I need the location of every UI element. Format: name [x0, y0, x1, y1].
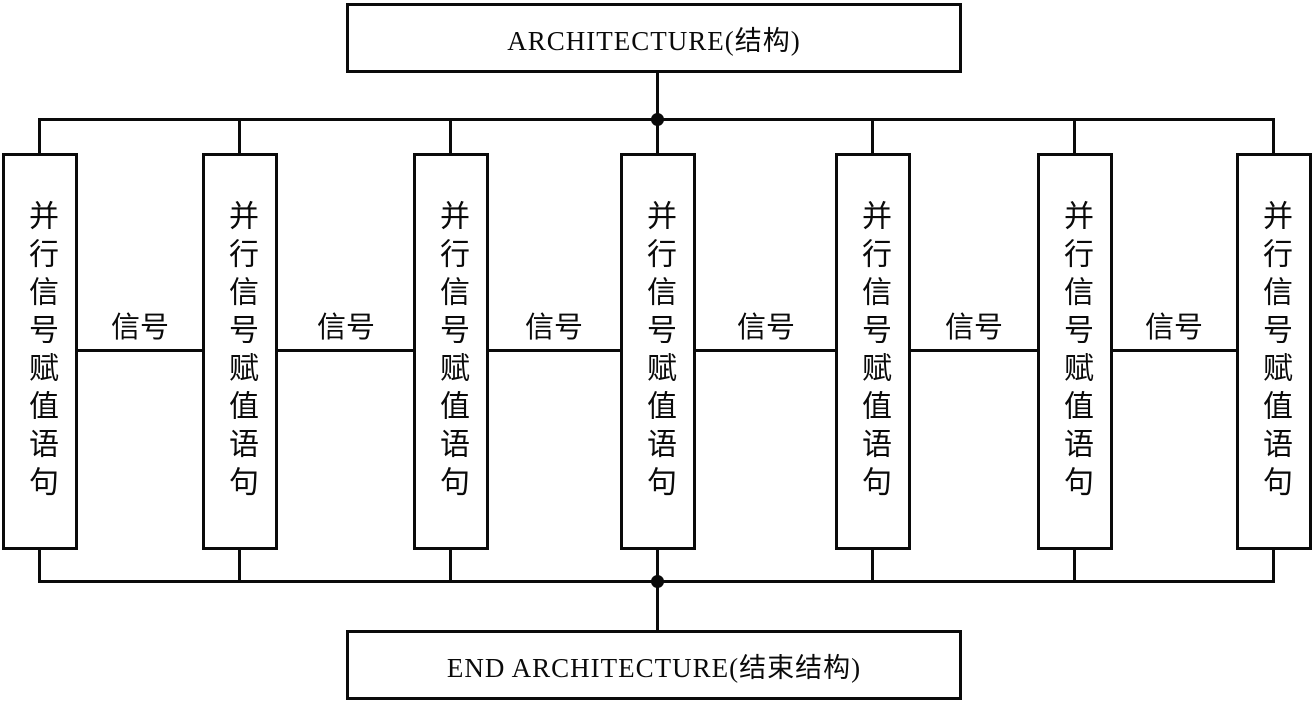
bottom-stub-line: [656, 550, 659, 583]
signal-link-line-6: [1112, 349, 1236, 352]
top-stub-line: [238, 118, 241, 153]
parallel-statement-box-label: 并行信号赋值语句: [642, 199, 675, 504]
signal-label-5: 信号: [944, 312, 1003, 344]
bottom-stub-line: [38, 550, 41, 583]
parallel-statement-box-6: 并行信号赋值语句: [1037, 153, 1113, 550]
bottom-stub-line: [238, 550, 241, 583]
bottom-box-connector-line: [656, 581, 659, 630]
parallel-statement-box-label: 并行信号赋值语句: [435, 199, 468, 504]
parallel-statement-box-2: 并行信号赋值语句: [202, 153, 278, 550]
top-stub-line: [871, 118, 874, 153]
parallel-statement-box-4: 并行信号赋值语句: [620, 153, 696, 550]
signal-label-6: 信号: [1144, 312, 1203, 344]
parallel-statement-box-label: 并行信号赋值语句: [1059, 199, 1092, 504]
parallel-statement-box-5: 并行信号赋值语句: [835, 153, 911, 550]
parallel-statement-box-label: 并行信号赋值语句: [24, 199, 57, 504]
signal-label-4: 信号: [736, 312, 795, 344]
signal-label-3: 信号: [524, 312, 583, 344]
parallel-statement-box-label: 并行信号赋值语句: [1258, 199, 1291, 504]
top-stub-line: [38, 118, 41, 153]
signal-label-1: 信号: [110, 312, 169, 344]
bottom-stub-line: [1073, 550, 1076, 583]
bottom-stub-line: [1272, 550, 1275, 583]
architecture-box: ARCHITECTURE(结构): [346, 3, 962, 73]
signal-label-2: 信号: [316, 312, 375, 344]
parallel-statement-box-label: 并行信号赋值语句: [857, 199, 890, 504]
top-stub-line: [656, 118, 659, 153]
end-architecture-box: END ARCHITECTURE(结束结构): [346, 630, 962, 700]
signal-link-line-2: [278, 349, 413, 352]
top-stub-line: [1272, 118, 1275, 153]
top-box-connector-line: [656, 73, 659, 121]
signal-link-line-4: [696, 349, 835, 352]
bottom-stub-line: [449, 550, 452, 583]
parallel-statement-box-1: 并行信号赋值语句: [2, 153, 78, 550]
parallel-statement-box-3: 并行信号赋值语句: [413, 153, 489, 550]
end-architecture-box-label: END ARCHITECTURE(结束结构): [446, 652, 862, 683]
bottom-stub-line: [871, 550, 874, 583]
architecture-box-label: ARCHITECTURE(结构): [507, 25, 801, 56]
signal-link-line-3: [489, 349, 620, 352]
parallel-statement-box-7: 并行信号赋值语句: [1236, 153, 1312, 550]
signal-link-line-5: [911, 349, 1037, 352]
top-stub-line: [449, 118, 452, 153]
top-stub-line: [1073, 118, 1076, 153]
parallel-statement-box-label: 并行信号赋值语句: [224, 199, 257, 504]
signal-link-line-1: [78, 349, 202, 352]
